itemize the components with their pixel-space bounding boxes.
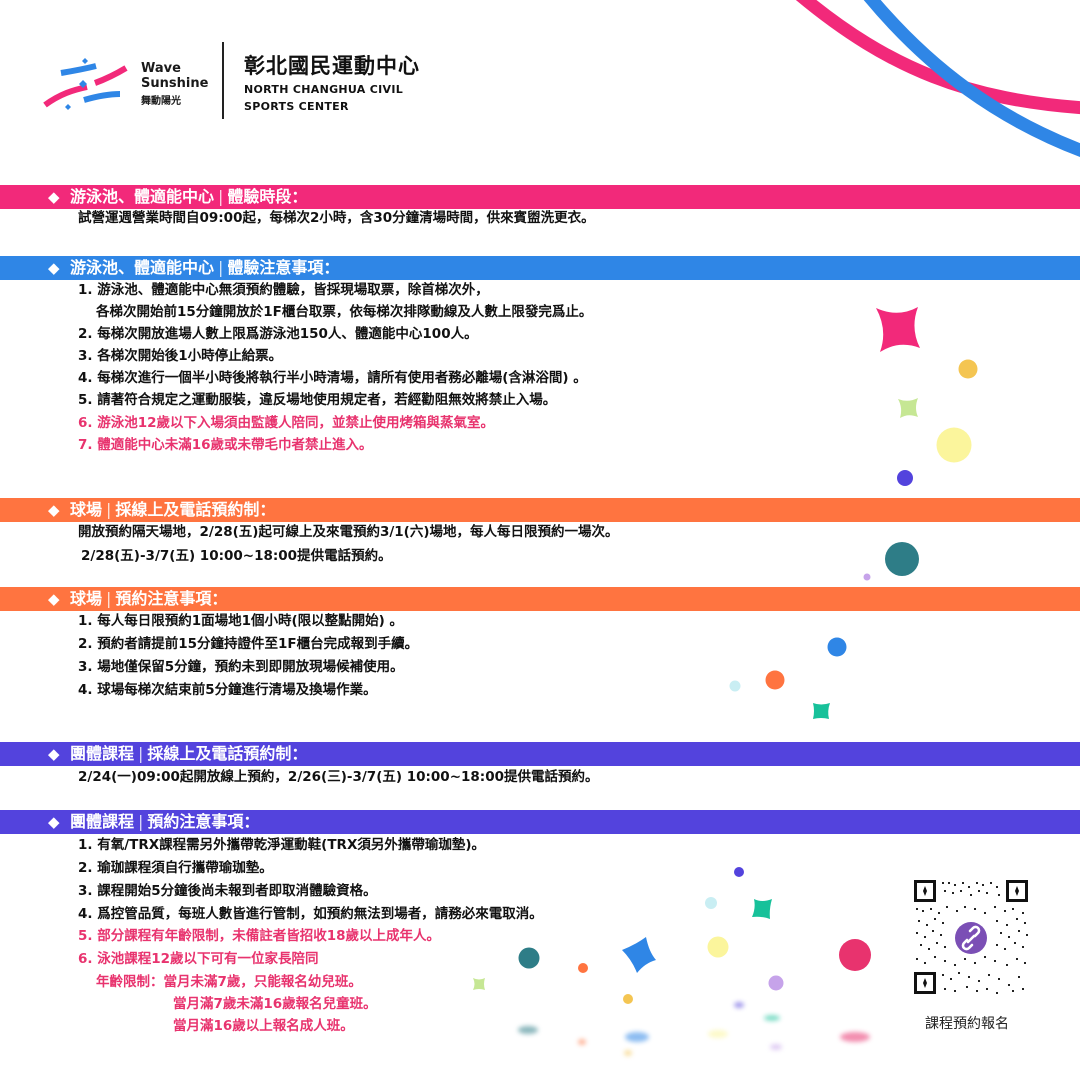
section-title: 游泳池、體適能中心 [70, 258, 215, 277]
list-item: 2. 瑜珈課程須自行攜帶瑜珈墊。 [78, 860, 273, 876]
logo-text: Wave Sunshine 舞動陽光 [141, 61, 208, 109]
qr-code[interactable] [912, 878, 1030, 996]
logo-line2: Sunshine [141, 76, 209, 91]
section-title: 團體課程 [70, 812, 135, 831]
separator: | [138, 744, 144, 763]
section-band-pool-hours: ◆ 游泳池、體適能中心|體驗時段： [0, 185, 1080, 209]
section-title: 球場 [70, 500, 103, 519]
list-item: 5. 請著符合規定之運動服裝，違反場地使用規定者，若經勸阻無效將禁止入場。 [78, 392, 557, 408]
page-subtitle: NORTH CHANGHUA CIVIL SPORTS CENTER [244, 81, 403, 115]
diamond-icon: ◆ [48, 745, 60, 763]
list-item: 4. 球場每梯次結束前5分鐘進行清場及換場作業。 [78, 682, 377, 698]
separator: | [106, 500, 112, 519]
list-item: 1. 每人每日限預約1面場地1個小時(限以整點開始) 。 [78, 613, 404, 629]
separator: | [138, 812, 144, 831]
diamond-icon: ◆ [48, 590, 60, 608]
list-item: 2. 預約者請提前15分鐘持證件至1F櫃台完成報到手續。 [78, 636, 419, 652]
section-subtitle: 體驗時段： [227, 187, 308, 206]
diamond-icon: ◆ [48, 188, 60, 206]
list-item-warning: 當月滿7歲未滿16歲報名兒童班。 [173, 996, 377, 1012]
list-item-warning: 7. 體適能中心未滿16歲或未帶毛巾者禁止進入。 [78, 437, 373, 453]
list-item: 2/24(一)09:00起開放線上預約，2/26(三)-3/7(五) 10:00… [78, 769, 599, 785]
section-subtitle: 採線上及電話預約制： [115, 500, 276, 519]
diamond-icon: ◆ [48, 501, 60, 519]
separator: | [218, 187, 224, 206]
list-item: 3. 各梯次開始後1小時停止給票。 [78, 348, 283, 364]
subtitle-line2: SPORTS CENTER [244, 100, 349, 113]
section-band-class-notes: ◆ 團體課程|預約注意事項： [0, 810, 1080, 834]
subtitle-line1: NORTH CHANGHUA CIVIL [244, 83, 404, 96]
list-item: 3. 場地僅保留5分鐘，預約未到即開放現場候補使用。 [78, 659, 404, 675]
section-subtitle: 預約注意事項： [147, 812, 260, 831]
list-item: 4. 每梯次進行一個半小時後將執行半小時清場，請所有使用者務必離場(含淋浴間) … [78, 370, 587, 386]
list-item: 開放預約隔天場地，2/28(五)起可線上及來電預約3/1(六)場地，每人每日限預… [78, 524, 619, 540]
list-item-warning: 5. 部分課程有年齡限制，未備註者皆招收18歲以上成年人。 [78, 928, 441, 944]
logo-line1: Wave [141, 61, 181, 76]
list-item: 2/28(五)-3/7(五) 10:00~18:00提供電話預約。 [81, 548, 392, 564]
link-icon [955, 922, 987, 954]
section-title: 游泳池、體適能中心 [70, 187, 215, 206]
header-divider [222, 42, 224, 119]
list-item: 1. 游泳池、體適能中心無須預約體驗，皆採現場取票，除首梯次外， [78, 282, 489, 298]
list-item: 試營運週營業時間自09:00起，每梯次2小時，含30分鐘清場時間，供來賓盥洗更衣… [78, 210, 595, 226]
section-band-pool-notes: ◆ 游泳池、體適能中心|體驗注意事項： [0, 256, 1080, 280]
list-item-warning: 年齡限制：當月未滿7歲，只能報名幼兒班。 [96, 974, 362, 990]
diamond-icon: ◆ [48, 259, 60, 277]
qr-caption: 課程預約報名 [925, 1016, 1009, 1032]
list-item-warning: 6. 泳池課程12歲以下可有一位家長陪同 [78, 951, 319, 967]
list-item-warning: 6. 游泳池12歲以下入場須由監護人陪同，並禁止使用烤箱與蒸氣室。 [78, 415, 495, 431]
separator: | [106, 589, 112, 608]
section-band-court-notes: ◆ 球場|預約注意事項： [0, 587, 1080, 611]
list-item-warning: 當月滿16歲以上報名成人班。 [173, 1018, 354, 1034]
decorative-arcs [795, 0, 1080, 158]
logo-zh: 舞動陽光 [141, 96, 181, 107]
section-subtitle: 採線上及電話預約制： [147, 744, 308, 763]
list-item: 2. 每梯次開放進場人數上限爲游泳池150人、體適能中心100人。 [78, 326, 478, 342]
wave-sunshine-logo-icon [43, 58, 128, 110]
section-subtitle: 體驗注意事項： [227, 258, 340, 277]
list-item: 3. 課程開始5分鐘後尚未報到者即取消體驗資格。 [78, 883, 377, 899]
list-item: 4. 爲控管品質，每班人數皆進行管制，如預約無法到場者，請務必來電取消。 [78, 906, 543, 922]
list-item: 各梯次開始前15分鐘開放於1F櫃台取票，依每梯次排隊動線及人數上限發完爲止。 [96, 304, 593, 320]
section-band-class-booking: ◆ 團體課程|採線上及電話預約制： [0, 742, 1080, 766]
section-subtitle: 預約注意事項： [115, 589, 228, 608]
section-title: 團體課程 [70, 744, 135, 763]
separator: | [218, 258, 224, 277]
section-title: 球場 [70, 589, 103, 608]
section-band-court-booking: ◆ 球場|採線上及電話預約制： [0, 498, 1080, 522]
list-item: 1. 有氧/TRX課程需另外攜帶乾淨運動鞋(TRX須另外攜帶瑜珈墊)。 [78, 837, 486, 853]
page-title: 彰北國民運動中心 [244, 54, 420, 78]
diamond-icon: ◆ [48, 813, 60, 831]
